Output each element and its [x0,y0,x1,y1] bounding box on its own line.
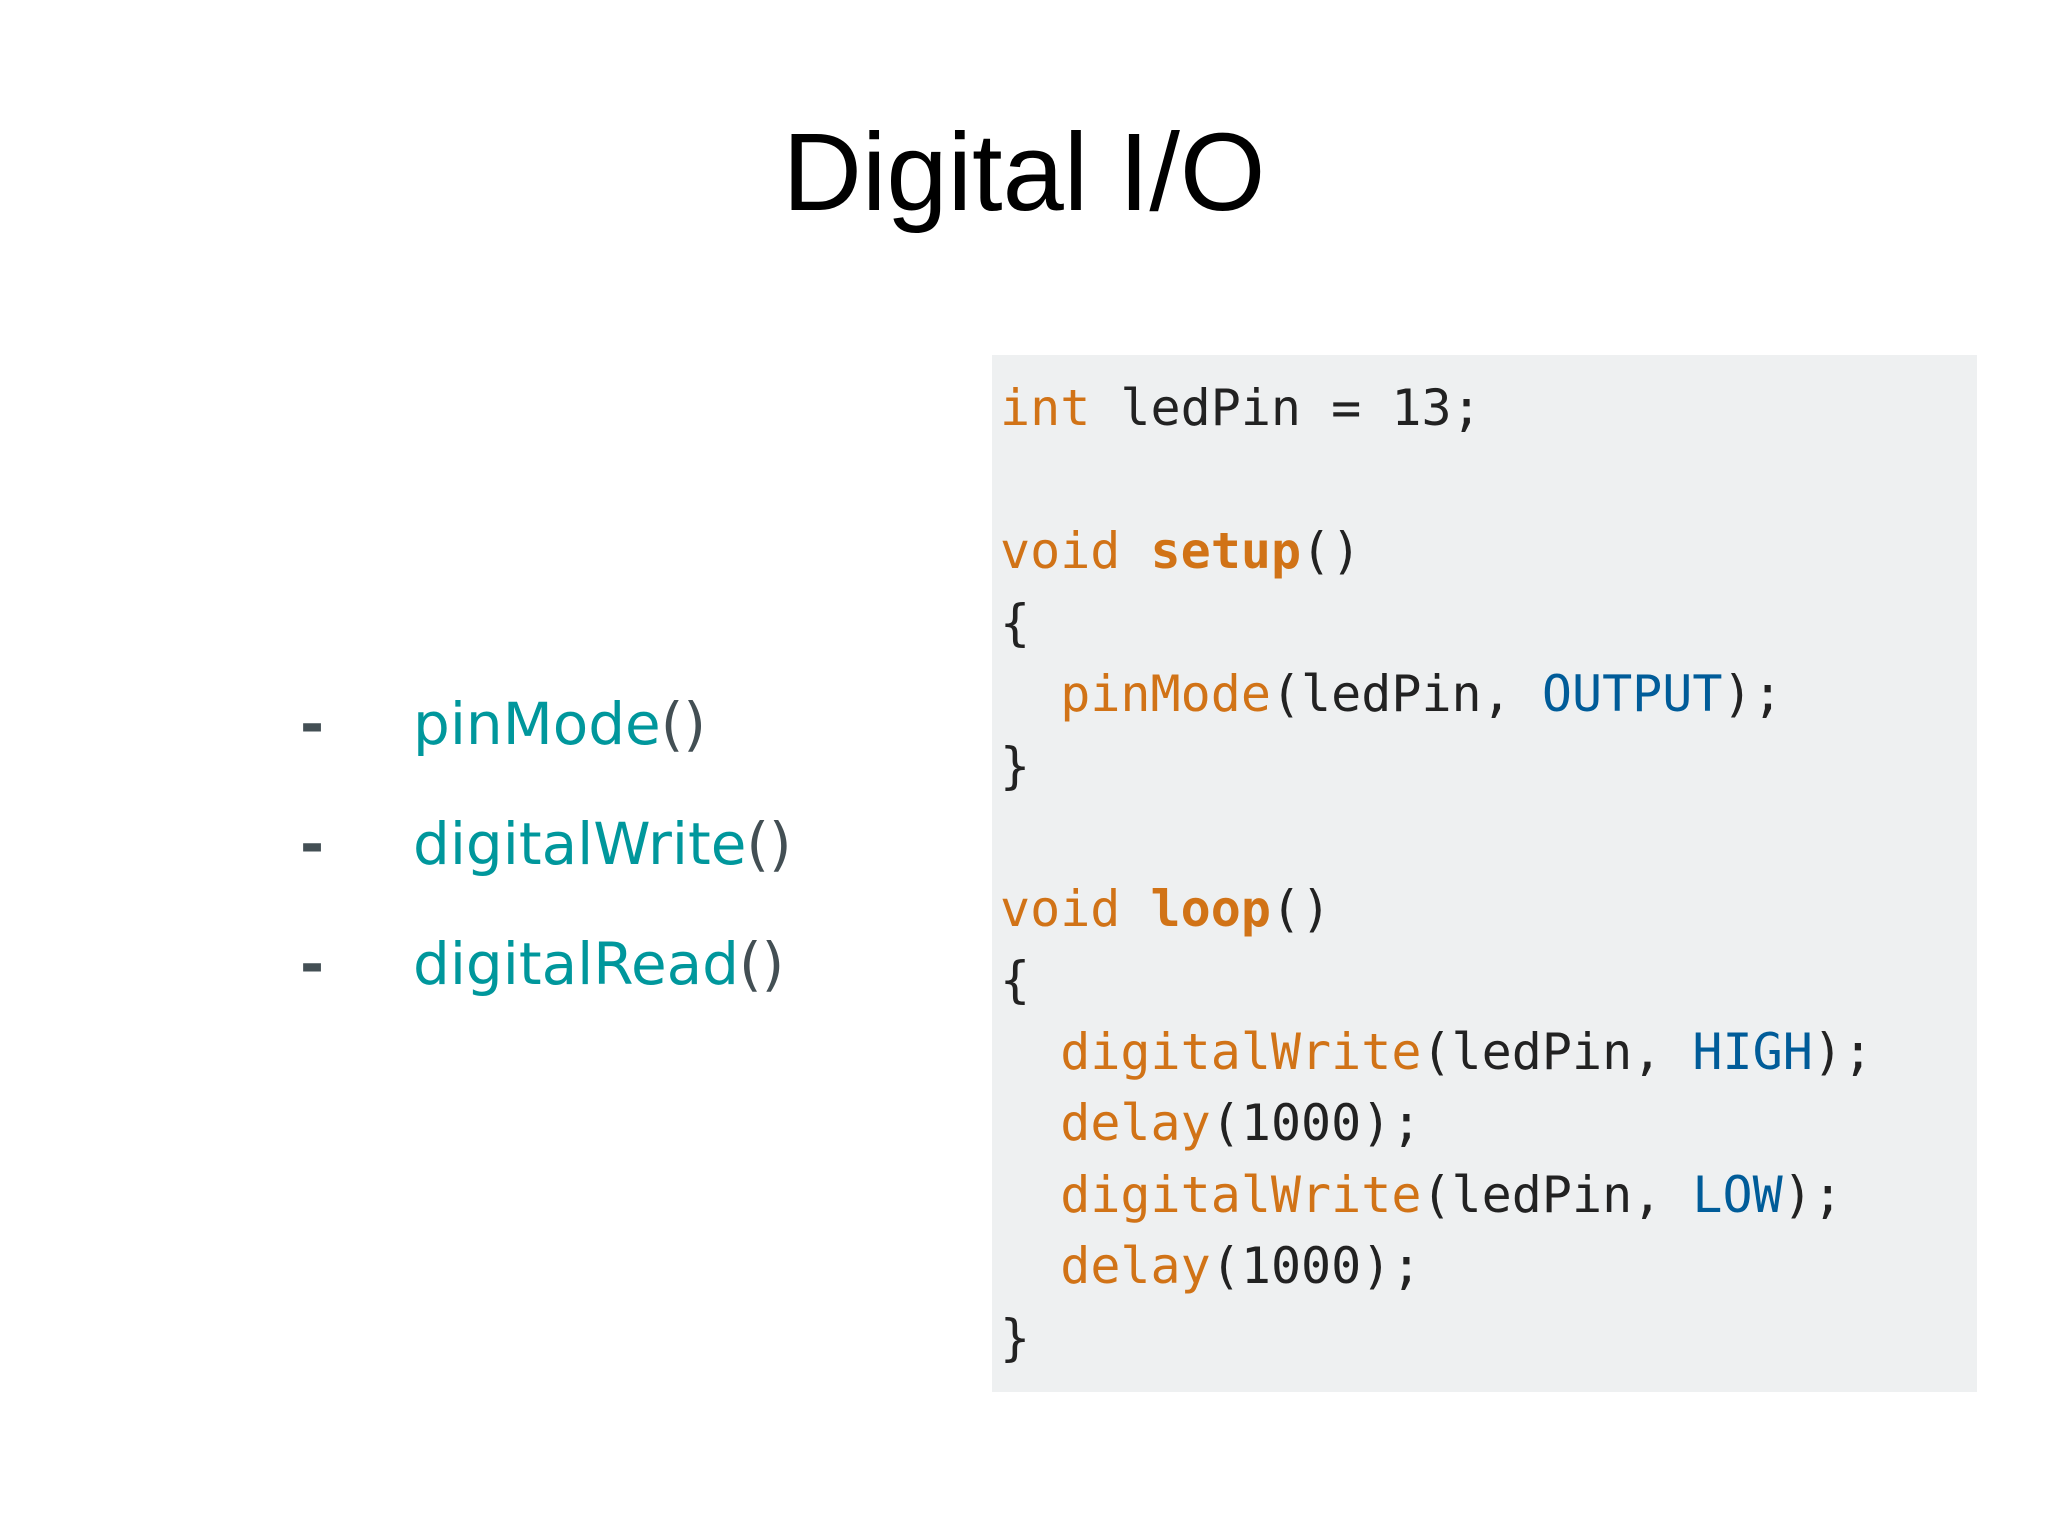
list-item: - pinMode () [300,690,792,810]
code-token-call: delay [1060,1237,1211,1295]
list-item: - digitalWrite () [300,810,792,930]
code-line: pinMode(ledPin, OUTPUT); [1000,659,1977,731]
code-token: { [1000,593,1031,652]
code-line: delay(1000); [1000,1231,1977,1303]
code-token: (ledPin, [1421,1022,1693,1081]
code-line: digitalWrite(ledPin, HIGH); [1000,1017,1977,1089]
function-name: digitalWrite [413,810,747,878]
code-line: } [1000,1303,1977,1375]
code-token: (ledPin, [1270,665,1542,723]
list-bullet: - [300,810,325,878]
code-line-blank [1000,802,1977,874]
code-token: () [1270,879,1332,938]
function-parens: () [746,810,792,878]
code-token-type: int [1000,379,1091,437]
code-line: { [1000,588,1977,660]
function-parens: () [660,690,706,758]
code-token: (ledPin, [1421,1165,1693,1224]
code-token-constant: LOW [1692,1165,1783,1224]
code-line: digitalWrite(ledPin, LOW); [1000,1160,1977,1232]
code-token: ledPin = 13; [1090,379,1482,437]
code-token: { [1000,951,1031,1009]
code-token: ); [1812,1022,1874,1081]
code-token-type: void [1000,522,1121,580]
code-line: void loop() [1000,874,1977,946]
function-list: - pinMode () - digitalWrite () - digital… [300,690,792,1050]
function-parens: () [739,930,785,998]
code-line: { [1000,945,1977,1017]
code-token-function: setup [1150,522,1302,580]
code-token: } [1000,1308,1031,1367]
code-block: int ledPin = 13; void setup() { pinMode(… [992,355,1977,1392]
slide-title: Digital I/O [782,111,1266,234]
code-token: (1000); [1210,1094,1422,1152]
code-token-constant: OUTPUT [1541,665,1723,723]
code-line: void setup() [1000,516,1977,588]
code-token-call: digitalWrite [1060,1165,1422,1224]
code-token-function: loop [1150,879,1271,938]
code-line: int ledPin = 13; [1000,373,1977,445]
code-token-call: pinMode [1060,665,1271,723]
list-item: - digitalRead () [300,930,792,1050]
list-bullet: - [300,930,325,998]
code-token-call: delay [1060,1094,1211,1152]
code-token-constant: HIGH [1692,1022,1813,1081]
code-token-call: digitalWrite [1060,1022,1422,1081]
code-token-type: void [1000,879,1121,938]
code-token: ); [1782,1165,1843,1224]
code-token: (1000); [1210,1237,1422,1295]
code-token: ); [1722,665,1783,723]
code-line: delay(1000); [1000,1088,1977,1160]
code-token: () [1301,522,1362,580]
list-bullet: - [300,690,325,758]
code-line-blank [1000,445,1977,517]
code-line: } [1000,731,1977,803]
function-name: digitalRead [413,930,739,998]
code-token: } [1000,736,1031,795]
function-name: pinMode [413,690,661,758]
